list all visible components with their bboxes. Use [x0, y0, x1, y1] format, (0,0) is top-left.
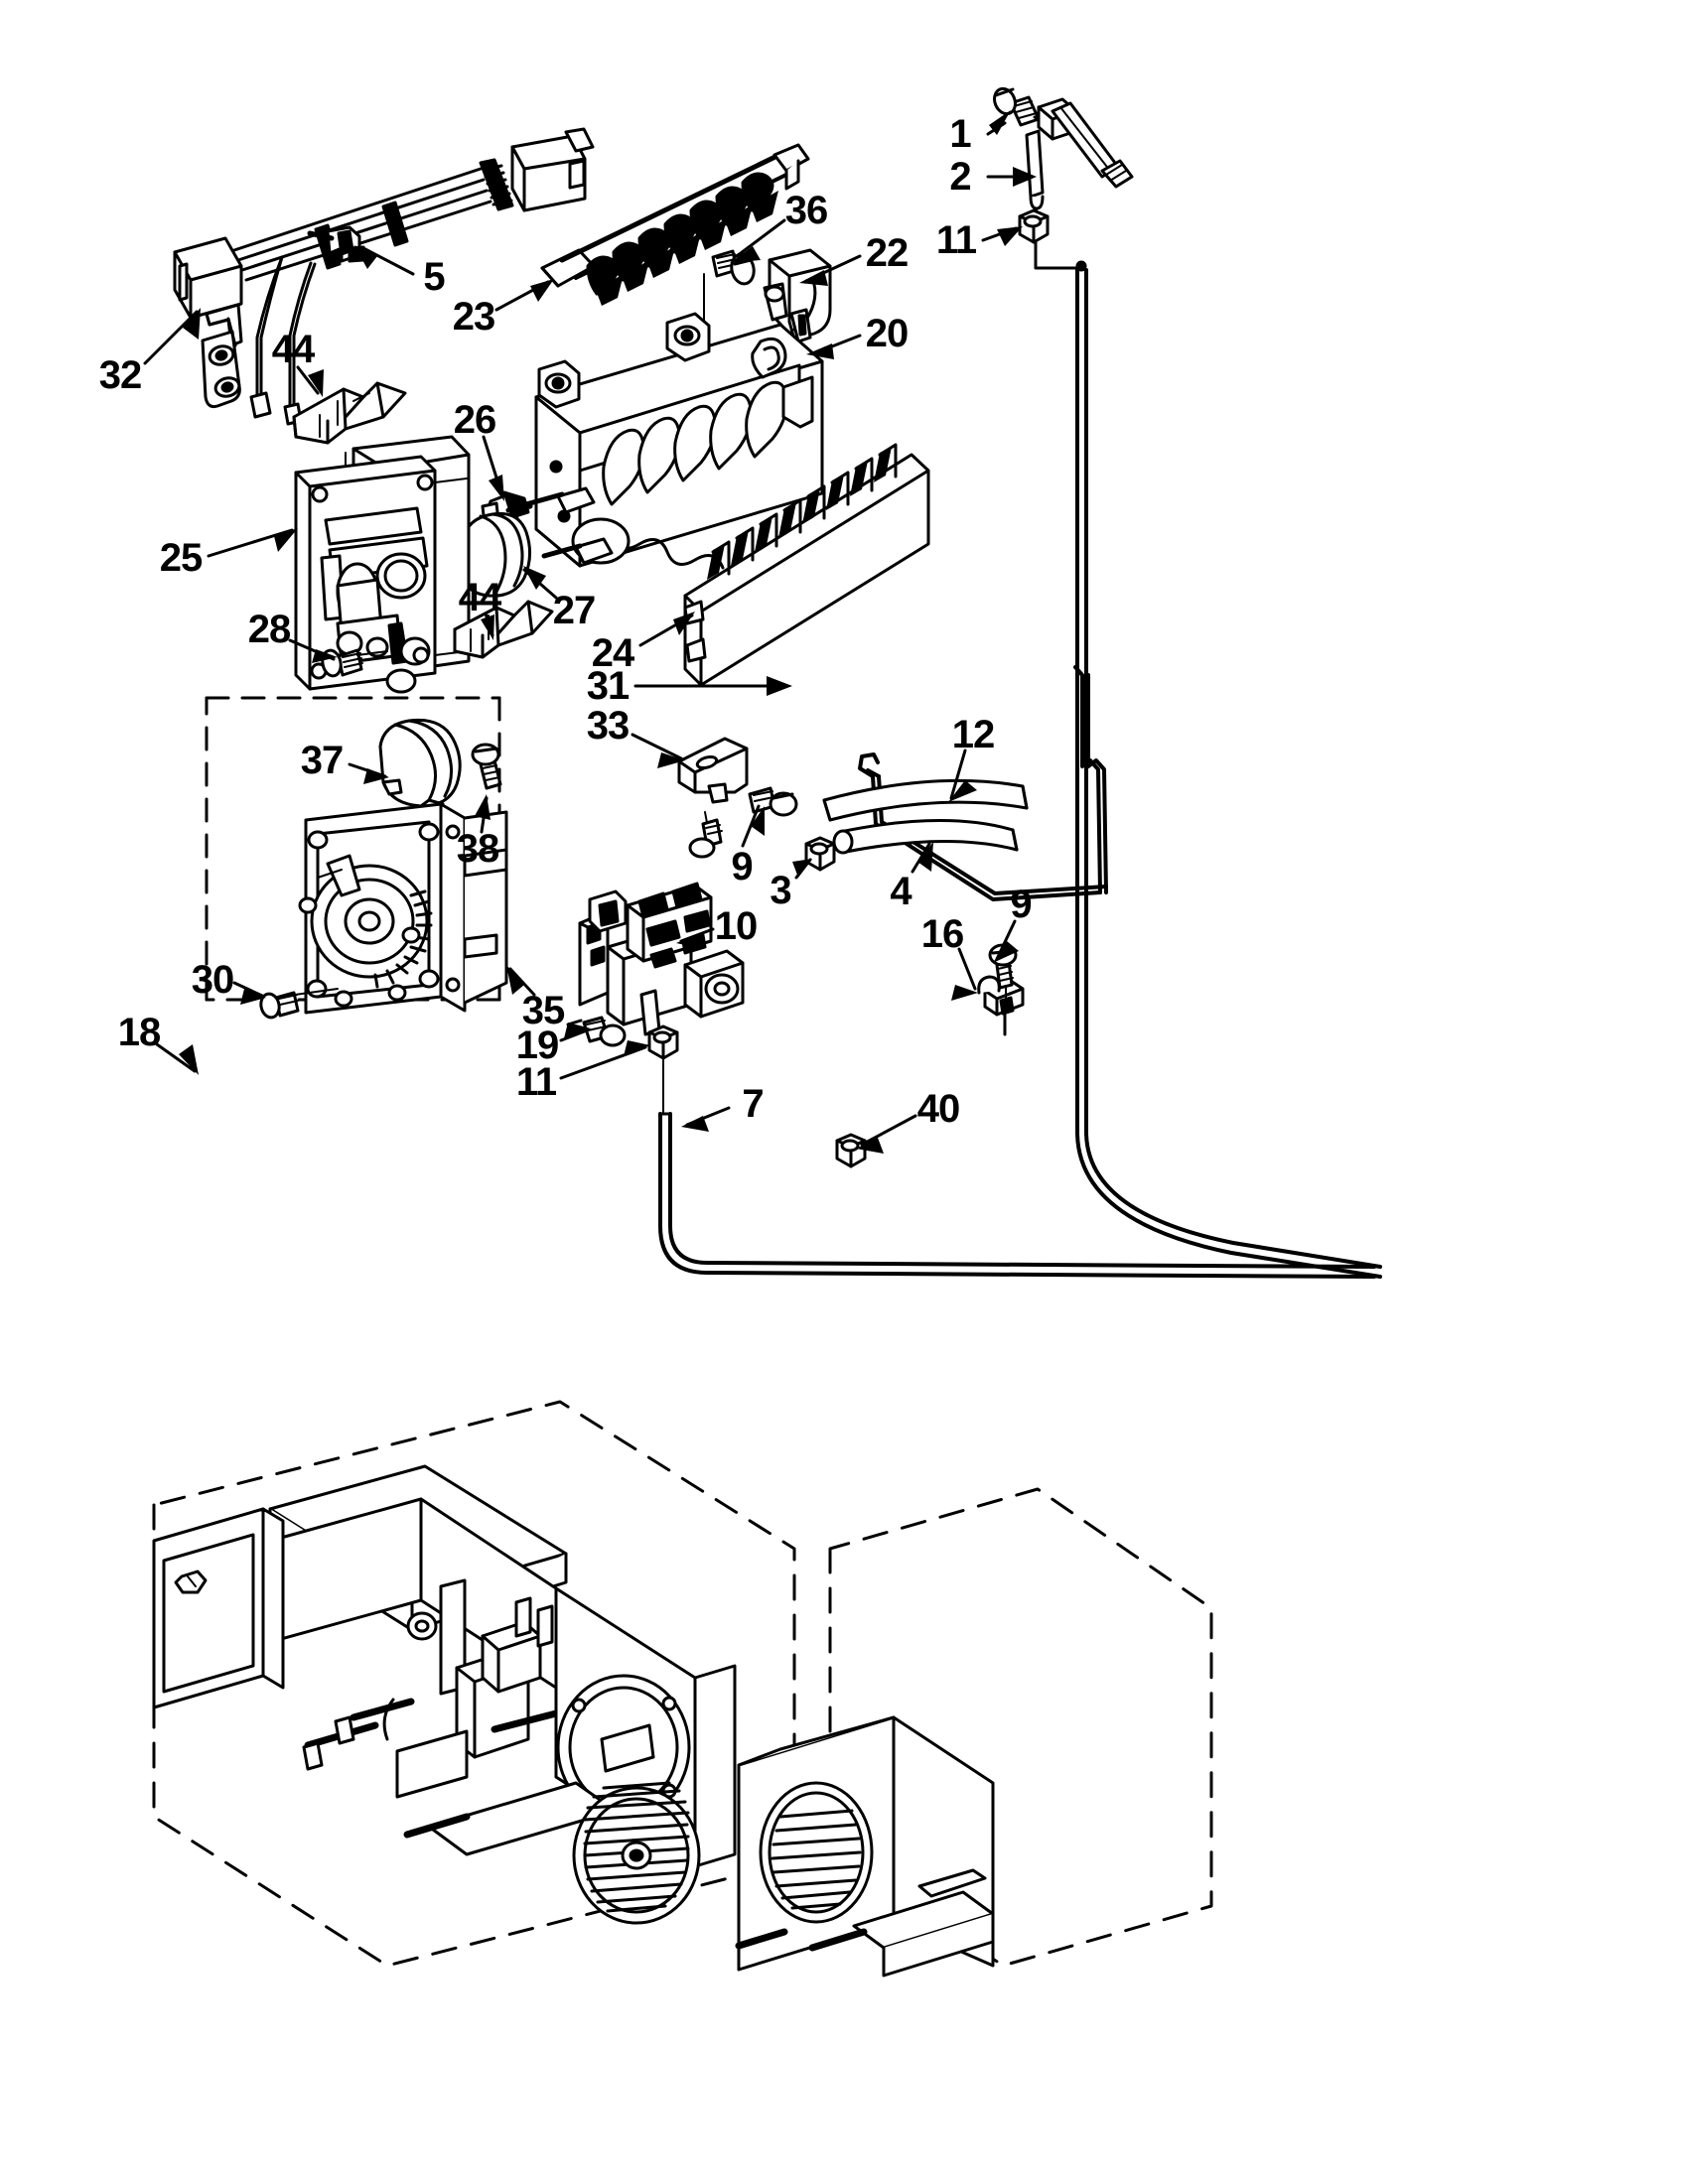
- callout-28: 28: [247, 608, 291, 651]
- bail-arm-bracket-part: [677, 737, 749, 859]
- ice-stripper-part: [683, 443, 930, 687]
- callout-31: 31: [586, 664, 630, 708]
- water-supply-tube-part: [658, 1057, 1376, 1279]
- callout-11b: 11: [515, 1060, 557, 1104]
- callout-16: 16: [920, 912, 964, 956]
- callout-5: 5: [423, 255, 445, 299]
- callout-35: 35: [521, 989, 565, 1032]
- callout-38: 38: [456, 827, 499, 871]
- callout-12: 12: [951, 713, 995, 756]
- callout-20: 20: [865, 312, 909, 355]
- callout-9b: 9: [1010, 883, 1032, 926]
- module-cover-clip-upper-part: [292, 381, 407, 468]
- callout-32: 32: [98, 353, 142, 397]
- callout-19: 19: [515, 1024, 559, 1067]
- module-cover-clip-lower-part: [453, 600, 554, 659]
- water-fill-tube-lower-part: [832, 819, 1019, 855]
- condenser-shroud-part: [735, 1715, 995, 1978]
- callout-27: 27: [552, 589, 596, 632]
- callout-18: 18: [117, 1011, 161, 1054]
- ice-chute-funnel-part: [763, 248, 832, 343]
- gear-motor-part: [378, 718, 462, 814]
- callout-7: 7: [742, 1082, 764, 1126]
- callout-44a: 44: [271, 328, 315, 371]
- top-mounting-screw-part: [993, 86, 1054, 127]
- callout-11a: 11: [935, 218, 977, 262]
- callout-26: 26: [453, 398, 496, 442]
- ice-maker-control-module-part: [294, 435, 471, 694]
- callout-4: 4: [890, 870, 912, 913]
- water-fill-tube-upper-part: [822, 778, 1029, 822]
- callout-3: 3: [770, 869, 791, 912]
- callout-37: 37: [300, 739, 344, 782]
- callout-24: 24: [591, 631, 634, 675]
- callout-33: 33: [586, 704, 630, 748]
- callout-1: 1: [949, 112, 971, 156]
- callout-25: 25: [159, 536, 203, 580]
- module-mounting-screw-part: [321, 648, 388, 678]
- tube-retaining-nut-part: [835, 1133, 867, 1168]
- compression-nut-part: [804, 836, 836, 872]
- ejector-blade-assembly-part: [540, 143, 810, 306]
- gear-motor-mounting-plate-part: [298, 802, 508, 1015]
- top-lock-nut-part: [1018, 208, 1081, 270]
- ice-level-arm-rod-part: [1025, 97, 1134, 227]
- callout-40: 40: [916, 1087, 960, 1131]
- callout-22: 22: [865, 231, 909, 275]
- wiring-harness-part: [173, 127, 595, 426]
- harness-clip-part: [307, 225, 365, 263]
- fan-blade-part: [572, 1781, 701, 1925]
- main-water-line-part: [1075, 260, 1382, 1279]
- callout-10: 10: [714, 904, 758, 948]
- callout-2: 2: [949, 155, 971, 199]
- ice-mold-tray-part: [523, 312, 824, 570]
- valve-lock-nut-part: [647, 1024, 679, 1060]
- callout-36: 36: [784, 189, 828, 232]
- bracket-screw-part: [748, 786, 798, 817]
- water-inlet-valve-part: [578, 882, 745, 1036]
- callout-23: 23: [452, 295, 495, 339]
- plate-mounting-screw-part: [259, 988, 339, 1020]
- callout-44b: 44: [458, 576, 501, 619]
- callout-9a: 9: [731, 845, 753, 888]
- callout-30: 30: [191, 958, 234, 1002]
- leader-arrowheads: [179, 110, 1037, 1154]
- gear-motor-screw-part: [471, 743, 502, 790]
